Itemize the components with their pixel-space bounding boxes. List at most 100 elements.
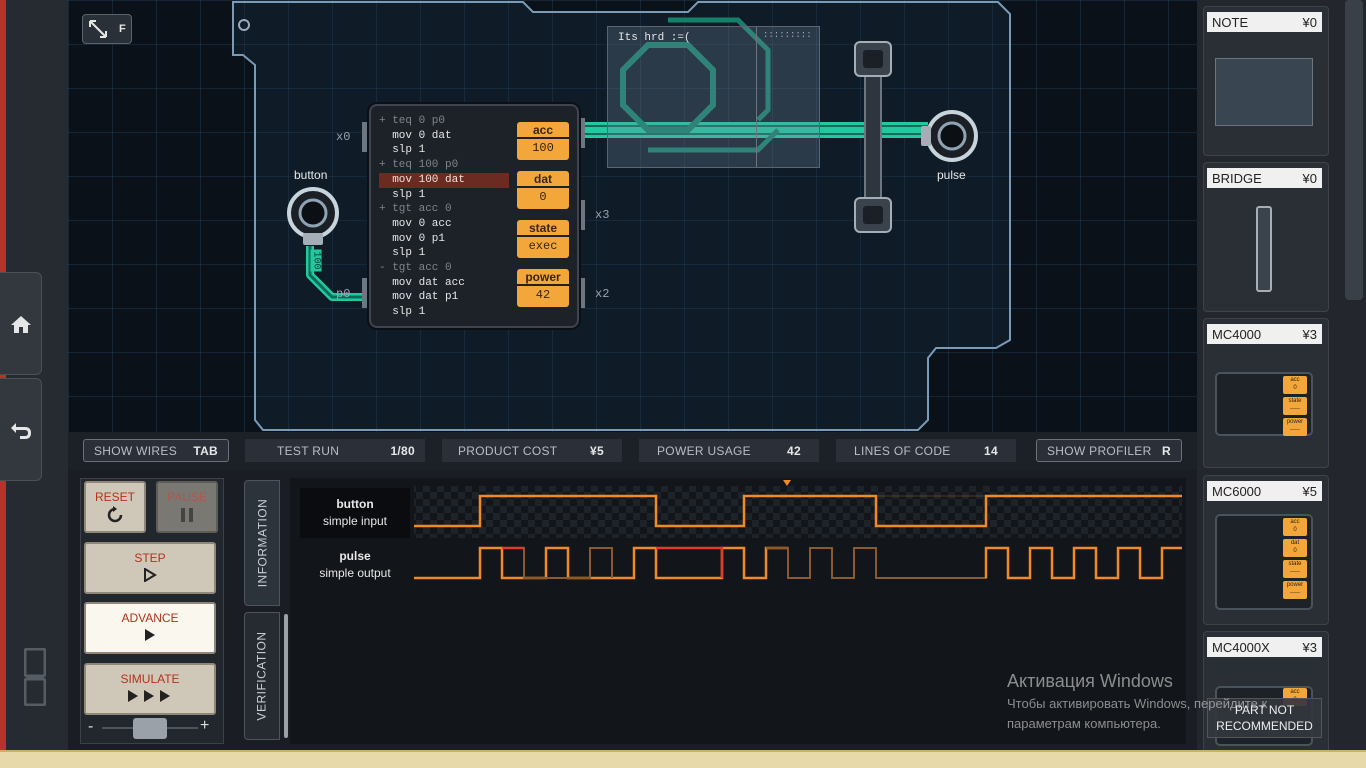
step-button[interactable]: STEP xyxy=(84,542,216,594)
tab-information[interactable]: INFORMATION xyxy=(244,480,280,606)
part-cost: ¥0 xyxy=(1302,170,1317,186)
mini-register: power----- xyxy=(1283,581,1307,599)
reset-button[interactable]: RESET xyxy=(84,481,146,533)
home-button[interactable] xyxy=(0,272,42,375)
part-warning: PART NOT RECOMMENDED xyxy=(1207,698,1322,738)
tab-information-label: INFORMATION xyxy=(255,498,270,588)
simulate-label: SIMULATE xyxy=(120,672,180,686)
pause-label: PAUSE xyxy=(167,490,207,504)
advance-button[interactable]: ADVANCE xyxy=(84,602,216,654)
expand-icon xyxy=(89,20,108,38)
mini-register-value: 0 xyxy=(1293,385,1297,391)
fullscreen-button[interactable]: F xyxy=(82,14,132,44)
pause-button[interactable]: PAUSE xyxy=(156,481,218,533)
power-usage-label: POWER USAGE xyxy=(657,443,751,458)
signal-pulse: pulse simple output xyxy=(300,540,410,590)
step-label: STEP xyxy=(134,551,166,565)
signal-button-name: button xyxy=(336,497,374,511)
register-value: 100 xyxy=(532,141,554,155)
signal-button: button simple input xyxy=(300,488,410,538)
code-line[interactable]: slp 1 xyxy=(379,306,426,319)
code-line[interactable]: mov 0 dat xyxy=(379,129,452,142)
tab-verification[interactable]: VERIFICATION xyxy=(244,612,280,740)
mini-register-name: state xyxy=(1288,398,1302,404)
bridge-preview xyxy=(1256,206,1272,292)
test-run-label: TEST RUN xyxy=(277,443,340,458)
watermark-line1: Чтобы активировать Windows, перейдите к xyxy=(1007,696,1268,711)
note-text: Its hrd :=( xyxy=(618,32,691,44)
show-profiler-button[interactable]: SHOW PROFILER R xyxy=(1036,439,1182,462)
code-line[interactable]: mov dat p1 xyxy=(379,291,459,304)
speed-slider-handle[interactable] xyxy=(133,718,167,739)
pause-icon xyxy=(181,508,193,522)
part-cost: ¥3 xyxy=(1302,639,1317,655)
part-title: NOTE¥0 xyxy=(1207,12,1322,32)
register-value: 0 xyxy=(539,190,547,204)
parts-scrollbar[interactable] xyxy=(1345,0,1363,300)
code-line[interactable]: slp 1 xyxy=(379,188,426,201)
code-line[interactable]: + tgt acc 0 xyxy=(379,203,452,216)
advance-label: ADVANCE xyxy=(121,611,179,625)
mc6000-controller[interactable]: + teq 0 p0 mov 0 dat slp 1 + teq 100 p0 m… xyxy=(369,104,579,328)
mini-register-value: ----- xyxy=(1290,569,1300,575)
show-profiler-label: SHOW PROFILER xyxy=(1047,443,1152,458)
button-label: button xyxy=(294,168,328,182)
signal-button-type: simple input xyxy=(322,514,388,528)
code-line[interactable]: mov dat acc xyxy=(379,276,465,289)
stats-toolbar xyxy=(68,432,1197,470)
code-line[interactable]: slp 1 xyxy=(379,144,426,157)
code-line[interactable]: mov 0 acc xyxy=(379,217,452,230)
signal-pulse-name: pulse xyxy=(339,549,371,563)
note-part[interactable]: Its hrd :=( ::::::::: xyxy=(607,26,820,168)
watermark-title: Активация Windows xyxy=(1007,671,1173,691)
pin-x0: x0 xyxy=(336,130,351,144)
mini-register-value: 0 xyxy=(1293,548,1297,554)
part-name: MC4000X xyxy=(1212,639,1270,655)
part-cost: ¥5 xyxy=(1302,483,1317,499)
mini-register: dat 0 xyxy=(1283,539,1307,557)
code-line[interactable]: mov 0 p1 xyxy=(379,232,446,245)
mini-register-name: power xyxy=(1286,419,1304,425)
tab-scrollbar[interactable] xyxy=(284,614,288,738)
part-name: BRIDGE xyxy=(1212,170,1262,186)
simulate-button[interactable]: SIMULATE xyxy=(84,663,216,715)
register-value: 42 xyxy=(535,288,551,302)
speed-decrease[interactable]: - xyxy=(88,718,94,735)
lines-of-code-label: LINES OF CODE xyxy=(854,443,951,458)
code-line[interactable]: mov 100 dat xyxy=(379,172,509,188)
pin-x2: x2 xyxy=(595,287,610,301)
code-line[interactable]: slp 1 xyxy=(379,247,426,260)
show-wires-key: TAB xyxy=(193,443,218,458)
mini-register-name: dat xyxy=(1290,540,1300,546)
mini-register-name: power xyxy=(1286,582,1304,588)
note-preview xyxy=(1215,58,1313,126)
code-line[interactable]: + teq 100 p0 xyxy=(379,159,459,172)
waveform-view xyxy=(290,478,1186,744)
undo-button[interactable] xyxy=(0,378,42,481)
code-line[interactable]: - tgt acc 0 xyxy=(379,262,452,274)
code-line[interactable]: + teq 0 p0 xyxy=(379,115,446,127)
fast-forward-icon xyxy=(128,690,170,702)
speed-increase[interactable]: + xyxy=(200,717,210,734)
mini-register-name: state xyxy=(1288,561,1302,567)
step-icon xyxy=(144,567,157,583)
signal-pulse-type: simple output xyxy=(319,566,391,580)
register-value: exec xyxy=(528,239,558,253)
product-cost-stat: PRODUCT COST¥5 xyxy=(442,439,622,462)
reset-icon xyxy=(107,506,123,523)
pin-x3: x3 xyxy=(595,208,610,222)
product-cost-label: PRODUCT COST xyxy=(458,443,558,458)
note-divider xyxy=(756,27,757,167)
show-profiler-key: R xyxy=(1162,443,1171,458)
pulse-label: pulse xyxy=(937,168,966,182)
fullscreen-key: F xyxy=(118,23,126,35)
